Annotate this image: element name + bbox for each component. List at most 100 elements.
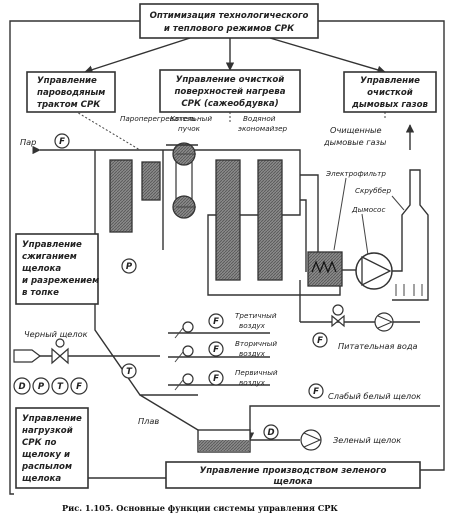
steam-tract-box: Управление пароводяным трактом СРК: [26, 71, 116, 113]
scrubber-leader: [391, 195, 405, 211]
combustion-line-3: щелока: [22, 264, 61, 274]
load-line-2: нагрузкой: [22, 426, 73, 436]
smelt-spout: [139, 394, 199, 431]
tertiary-damper: [174, 327, 184, 339]
superheater-bank-2: [141, 161, 161, 201]
liquor-sensor-f: F: [70, 377, 88, 395]
green-liquor-pump: [300, 429, 322, 451]
steam-tract-line-1: Управление: [37, 76, 97, 86]
weak-white-liquor-label: Слабый белый щелок: [328, 391, 421, 401]
fan-leader: [361, 213, 369, 256]
economizer-label-2: экономайзер: [238, 124, 288, 133]
liquor-sensor-d: D: [13, 377, 31, 395]
green-control-line-1: Управление производством зеленого: [200, 466, 387, 476]
primary-damper: [174, 379, 184, 391]
clean-gas-label-2: дымовые газы: [323, 137, 387, 147]
arrow-to-steam-control: [84, 37, 191, 74]
liquor-sensor-t: T: [51, 377, 69, 395]
tertiary-air-label-2: воздух: [239, 321, 266, 330]
load-line-4: щелоку и: [22, 450, 70, 460]
economizer-bank-2: [257, 159, 283, 281]
sootblow-line-1: Управление очисткой: [176, 75, 285, 85]
steam-tract-line-2: пароводяным: [37, 88, 105, 98]
combustion-line-1: Управление: [22, 240, 82, 250]
scrubber-stack: [392, 169, 429, 301]
esp-label: Электрофильтр: [325, 169, 386, 178]
optimization-line-2: и теплового режимов СРК: [164, 24, 295, 34]
green-liquor-label: Зеленый щелок: [333, 435, 401, 445]
left-feedback-line: [9, 20, 140, 495]
secondary-damper: [174, 351, 184, 363]
primary-flow-symbol: F: [213, 374, 219, 384]
load-line-1: Управление: [22, 414, 82, 424]
fluegas-line-1: Управление: [360, 76, 420, 86]
boiler-bank: [172, 142, 196, 219]
load-control-box: Управление нагрузкой СРК по щелоку и рас…: [15, 407, 89, 489]
combustion-line-4: и разрежением: [22, 276, 99, 286]
primary-air-label-1: Первичный: [235, 368, 278, 377]
green-density-symbol: D: [267, 428, 274, 438]
green-control-line-2: щелока: [273, 477, 312, 487]
steam-label: Пар: [20, 137, 36, 147]
primary-air-label-2: воздух: [239, 378, 266, 387]
tertiary-flow-symbol: F: [213, 317, 219, 327]
combustion-control-box: Управление сжиганием щелока и разрежение…: [15, 233, 99, 305]
tertiary-air-label-1: Третичный: [235, 311, 277, 320]
feedwater-valve: [331, 304, 345, 328]
esp-leader: [333, 177, 347, 251]
furnace-pressure-sensor: P: [121, 258, 137, 274]
liquor-flow-symbol: F: [76, 382, 82, 392]
economizer-bank-1: [215, 159, 241, 281]
fluegas-line-2: очисткой: [367, 88, 413, 98]
black-liquor-inlet-arrow: [13, 349, 41, 363]
weak-white-liquor-line: [245, 405, 440, 441]
load-line-5: распылом: [21, 462, 72, 472]
primary-damper-actuator: [182, 373, 194, 385]
sootblow-line-3: СРК (сажеобдувка): [181, 98, 278, 109]
optimization-line-1: Оптимизация технологического: [150, 11, 309, 21]
fluegas-box: Управление очисткой дымовых газов: [343, 71, 437, 113]
boiler-bank-label-1: Котельный: [170, 114, 212, 123]
weak-white-flow-sensor: F: [308, 383, 324, 399]
load-line-6: щелока: [22, 474, 61, 484]
combustion-line-5: в топке: [22, 288, 59, 298]
weak-white-flow-symbol: F: [313, 387, 319, 397]
primary-air-flow-sensor: F: [208, 370, 224, 386]
secondary-flow-symbol: F: [213, 345, 219, 355]
secondary-air-label-2: воздух: [239, 349, 266, 358]
sootblow-line-2: поверхностей нагрева: [174, 87, 285, 97]
secondary-air-flow-sensor: F: [208, 341, 224, 357]
density-symbol: D: [18, 382, 25, 392]
pressure-symbol: P: [126, 262, 133, 272]
electrostatic-precipitator: [307, 251, 343, 287]
smelt-label: Плав: [138, 416, 159, 426]
scrubber-label: Скруббер: [355, 186, 391, 195]
fluegas-line-3: дымовых газов: [351, 100, 429, 110]
steam-flow-sensor: F: [54, 133, 70, 149]
combustion-line-2: сжиганием: [22, 252, 77, 262]
liquor-sensor-p: P: [32, 377, 50, 395]
secondary-damper-actuator: [182, 345, 194, 357]
optimization-box: Оптимизация технологического и теплового…: [139, 3, 319, 39]
figure-caption: Рис. 1.105. Основные функции системы упр…: [62, 503, 338, 513]
temperature-symbol: T: [126, 367, 133, 377]
boiler-bank-label-2: пучок: [178, 124, 201, 133]
steam-tract-line-3: трактом СРК: [37, 100, 101, 110]
superheater-bank-1: [109, 159, 133, 233]
sootblow-box: Управление очисткой поверхностей нагрева…: [159, 69, 301, 113]
green-liquor-density-sensor: D: [263, 424, 279, 440]
dissolving-tank: [197, 429, 251, 453]
arrow-to-fluegas-control: [269, 37, 386, 74]
economizer-label-1: Водяной: [243, 114, 276, 123]
load-line-3: СРК по: [22, 438, 57, 448]
green-liquor-control-box: Управление производством зеленого щелока: [165, 461, 421, 489]
black-liquor-valve: [51, 338, 69, 365]
liquor-temp-symbol: T: [57, 382, 64, 392]
superheater-label: Пароперегреватель: [120, 114, 196, 123]
fan-label: Дымосос: [351, 205, 385, 214]
feedwater-label: Питательная вода: [338, 341, 418, 351]
feedwater-flow-symbol: F: [317, 336, 323, 346]
liquor-pressure-symbol: P: [38, 382, 45, 392]
